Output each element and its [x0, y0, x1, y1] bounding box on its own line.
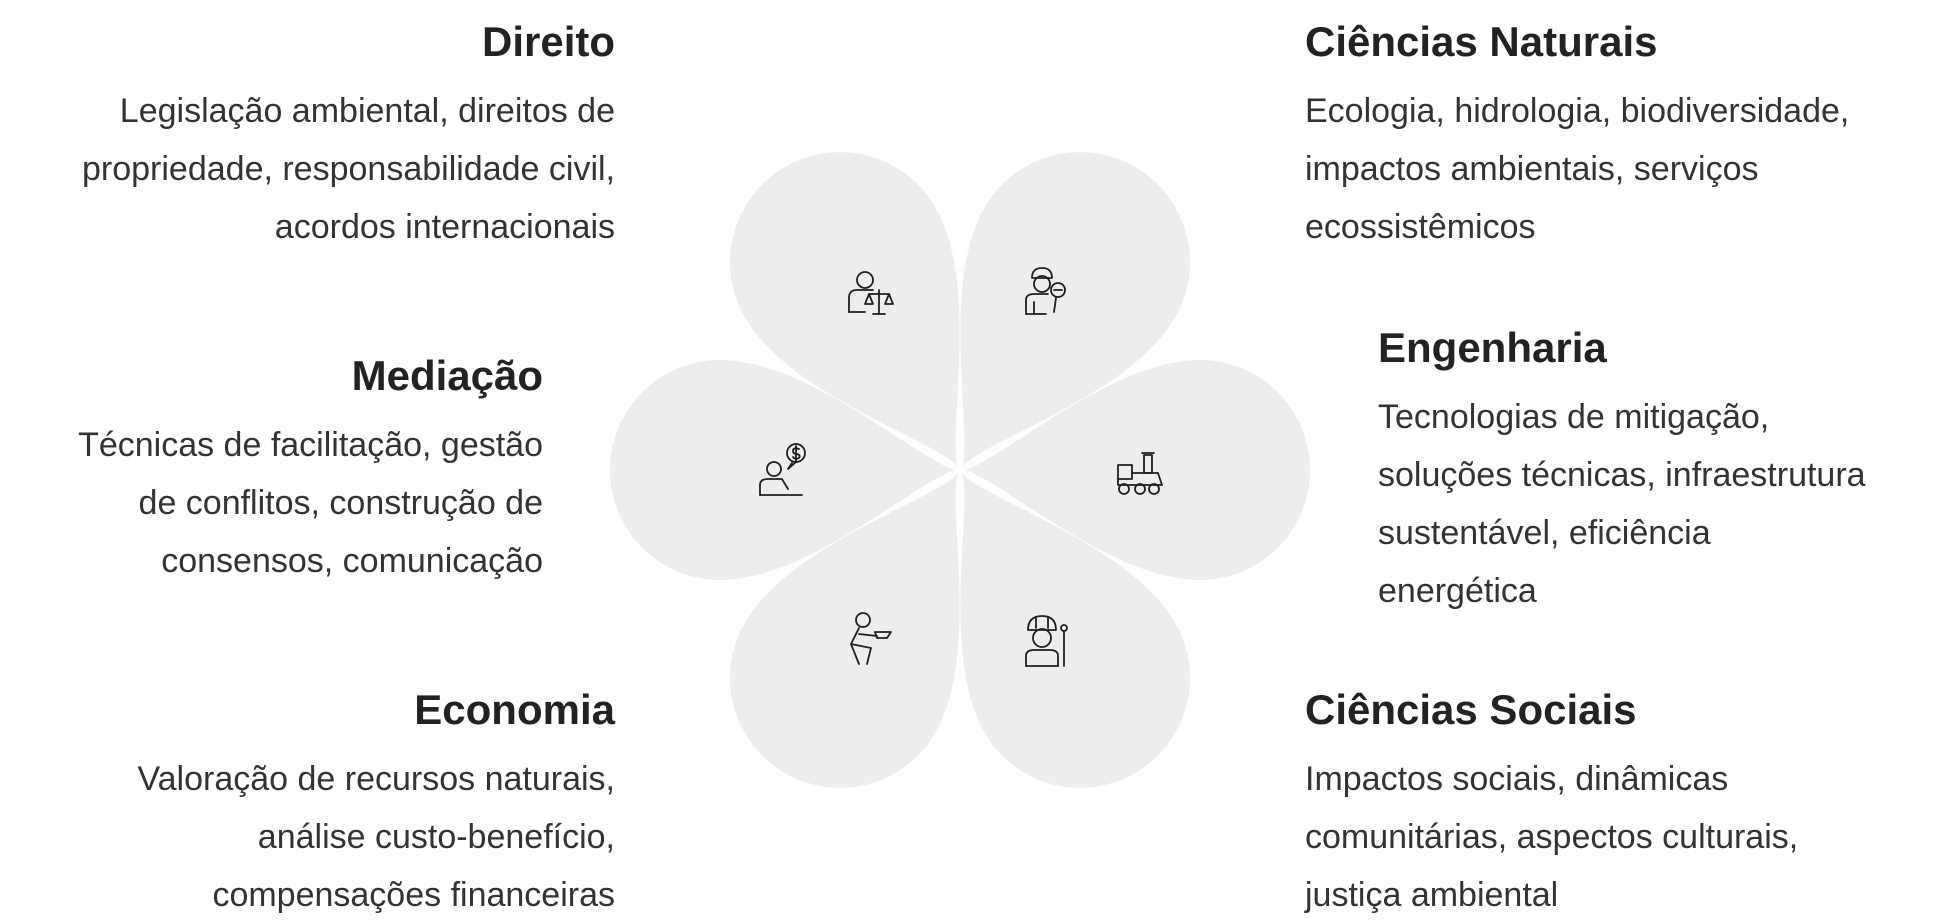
section-description: Tecnologias de mitigação, soluções técni…	[1378, 398, 1866, 610]
engine-train-icon	[1117, 452, 1163, 495]
section-description: Impactos sociais, dinâmicas comunitárias…	[1305, 760, 1799, 914]
section-engenharia: Engenharia Tecnologias de mitigação, sol…	[1378, 322, 1938, 620]
section-mediacao: Mediação Técnicas de facilitação, gestão…	[0, 350, 543, 590]
petal-ciencias-sociais	[960, 473, 1190, 788]
section-title: Ciências Sociais	[1305, 686, 1637, 733]
flower-diagram	[610, 152, 1310, 788]
petal-direito	[730, 152, 960, 467]
person-sitting-icon	[850, 612, 892, 665]
petal-ciencias-naturais	[960, 152, 1190, 467]
section-economia: Economia Valoração de recursos naturais,…	[0, 684, 615, 924]
section-title: Mediação	[351, 352, 543, 399]
section-direito: Direito Legislação ambiental, direitos d…	[0, 16, 615, 256]
section-title: Direito	[481, 18, 615, 65]
petal-economia	[730, 473, 960, 788]
section-ciencias-sociais: Ciências Sociais Impactos sociais, dinâm…	[1305, 684, 1935, 924]
section-description: Técnicas de facilitação, gestão de confl…	[78, 426, 543, 580]
section-title: Ciências Naturais	[1305, 18, 1658, 65]
section-title: Economia	[414, 686, 615, 733]
section-description: Valoração de recursos naturais, análise …	[137, 760, 615, 914]
petal-engenharia	[964, 360, 1310, 580]
section-description: Legislação ambiental, direitos de propri…	[82, 92, 615, 246]
scientist-magnifier-icon	[1025, 267, 1066, 315]
petal-mediacao	[610, 360, 956, 580]
negotiator-money-icon	[759, 443, 806, 496]
lawyer-scales-icon	[848, 271, 894, 315]
section-ciencias-naturais: Ciências Naturais Ecologia, hidrologia, …	[1305, 16, 1935, 256]
section-description: Ecologia, hidrologia, biodiversidade, im…	[1305, 92, 1850, 246]
worker-helmet-icon	[1025, 615, 1068, 667]
section-title: Engenharia	[1378, 324, 1607, 371]
